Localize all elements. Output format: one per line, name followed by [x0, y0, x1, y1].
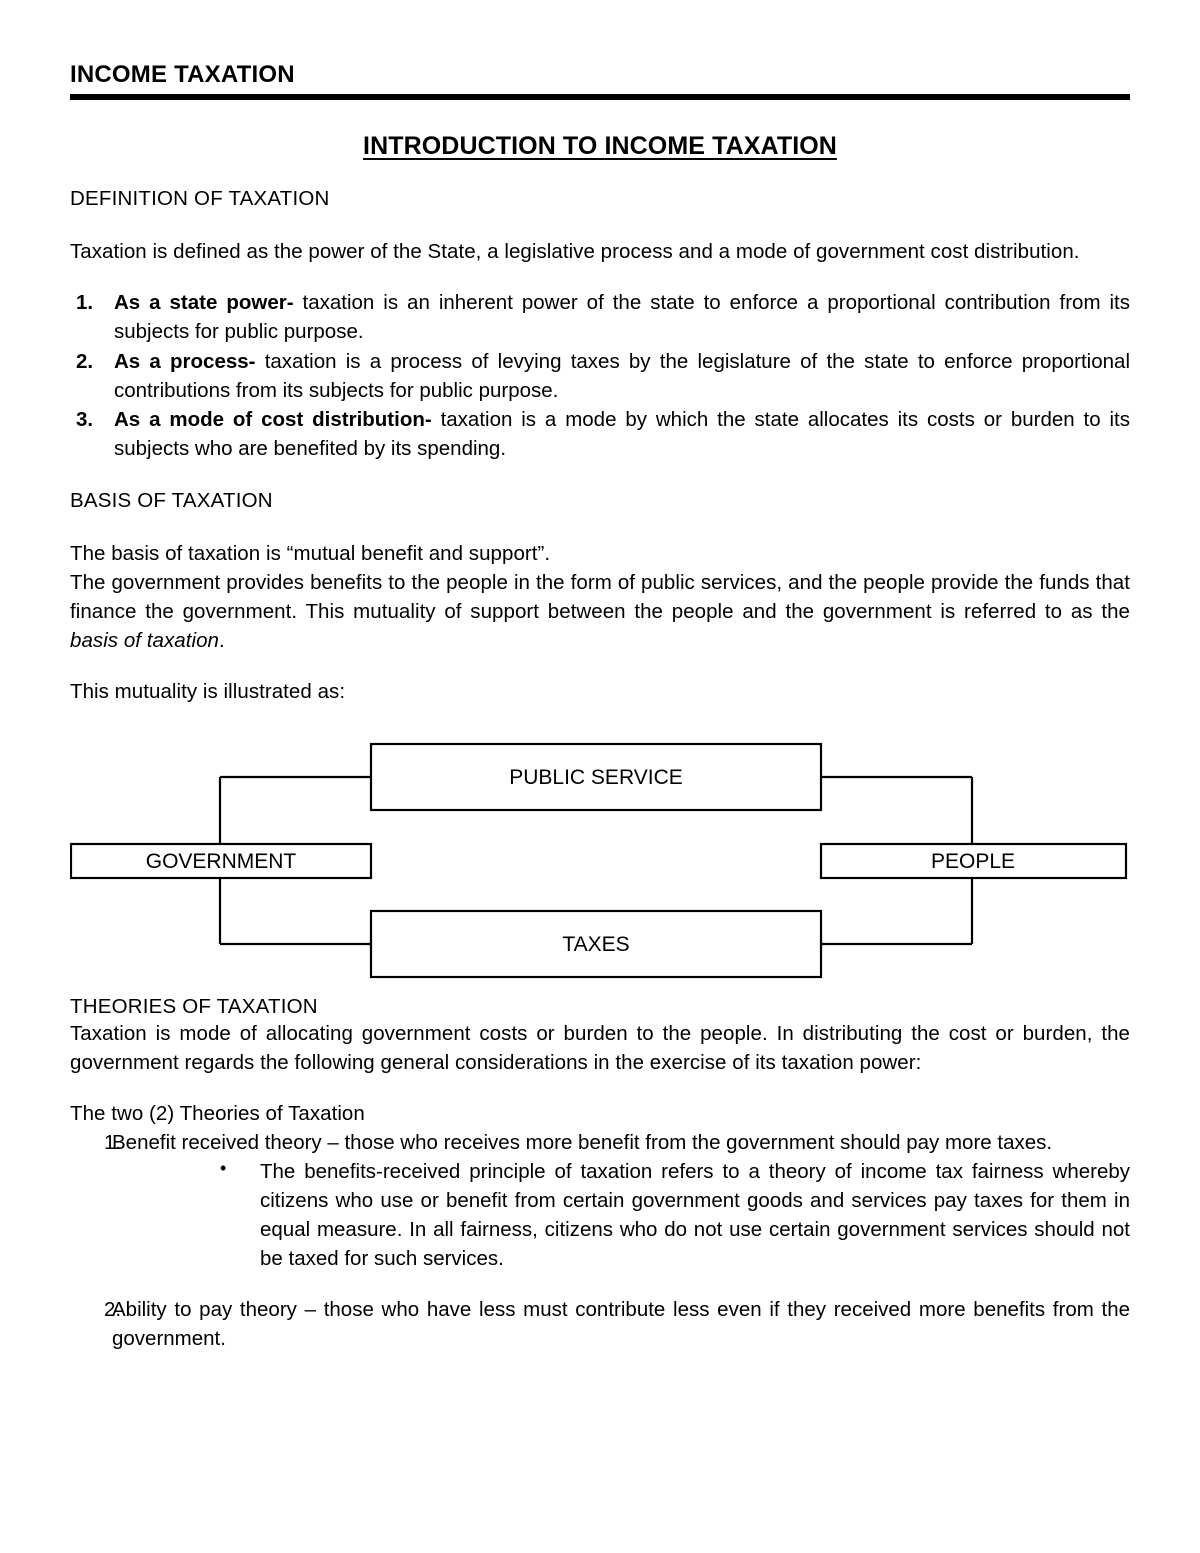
definition-list: 1. As a state power- taxation is an inher… — [70, 288, 1130, 463]
list-item: 3. As a mode of cost distribution- taxati… — [70, 405, 1130, 463]
list-item-lead: As a process- — [114, 349, 256, 373]
basis-paragraph-2: The government provides benefits to the … — [70, 568, 1130, 655]
list-marker: 2. — [76, 349, 94, 373]
list-item-text: Ability to pay theory – those who have l… — [112, 1298, 1130, 1351]
section-heading-definition: DEFINITION OF TAXATION — [70, 187, 330, 211]
list-item: 2.Ability to pay theory – those who have… — [70, 1295, 1130, 1353]
theories-sub-bullets: • The benefits-received principle of taxa… — [112, 1157, 1130, 1273]
page-title: INTRODUCTION TO INCOME TAXATION — [363, 132, 837, 161]
basis-paragraph-2-italic: basis of taxation — [70, 629, 219, 653]
basis-paragraph-1: The basis of taxation is “mutual benefit… — [70, 541, 551, 565]
list-item: • The benefits-received principle of taxa… — [112, 1157, 1130, 1273]
diagram-node-people: PEOPLE — [819, 842, 1128, 879]
list-item-lead: As a mode of cost distribution- — [114, 407, 432, 431]
mutuality-of-support-diagram: PUBLIC SERVICE GOVERNMENT PEOPLE TAXES — [70, 735, 1130, 985]
list-item-text: taxation is an inherent power of the sta… — [114, 291, 1131, 344]
basis-paragraph-2-part-b: . — [219, 629, 225, 653]
list-item: 1.Benefit received theory – those who re… — [70, 1128, 1130, 1274]
diagram-node-taxes: TAXES — [369, 909, 823, 978]
theories-list-title: The two (2) Theories of Taxation — [70, 1101, 365, 1125]
list-marker: 2. — [104, 1298, 122, 1322]
list-marker: 1. — [104, 1130, 122, 1154]
list-marker: 1. — [76, 291, 94, 315]
list-item: 1. As a state power- taxation is an inher… — [70, 288, 1130, 346]
list-marker: 3. — [76, 407, 94, 431]
diagram-node-public-service: PUBLIC SERVICE — [369, 742, 823, 811]
basis-paragraph-2-part-a: The government provides benefits to the … — [70, 571, 1130, 624]
theories-list: 1.Benefit received theory – those who re… — [70, 1128, 1130, 1354]
list-item-text: taxation is a mode by which the state al… — [114, 407, 1130, 460]
diagram-node-label: PEOPLE — [931, 850, 1015, 873]
bullet-dot-icon: • — [220, 1157, 227, 1178]
diagram-node-government: GOVERNMENT — [70, 842, 373, 879]
diagram-node-label: TAXES — [562, 933, 629, 956]
bullet-text: The benefits-received principle of taxat… — [260, 1159, 1130, 1271]
list-item-lead: As a state power- — [114, 291, 294, 315]
running-header: INCOME TAXATION — [70, 61, 295, 88]
diagram-node-label: GOVERNMENT — [146, 850, 297, 873]
theories-intro-paragraph: Taxation is mode of allocating governmen… — [70, 1021, 1130, 1074]
header-rule — [70, 94, 1130, 101]
section-heading-theories: THEORIES OF TAXATION — [70, 994, 318, 1018]
list-item-text: taxation is a process of levying taxes b… — [114, 349, 1130, 402]
section-heading-basis: BASIS OF TAXATION — [70, 488, 273, 512]
illustration-intro: This mutuality is illustrated as: — [70, 680, 346, 704]
list-item-text: Benefit received theory – those who rece… — [112, 1130, 1053, 1154]
diagram-node-label: PUBLIC SERVICE — [509, 766, 683, 789]
definition-intro-paragraph: Taxation is defined as the power of the … — [70, 240, 1080, 264]
list-item: 2. As a process- taxation is a process of… — [70, 347, 1130, 405]
